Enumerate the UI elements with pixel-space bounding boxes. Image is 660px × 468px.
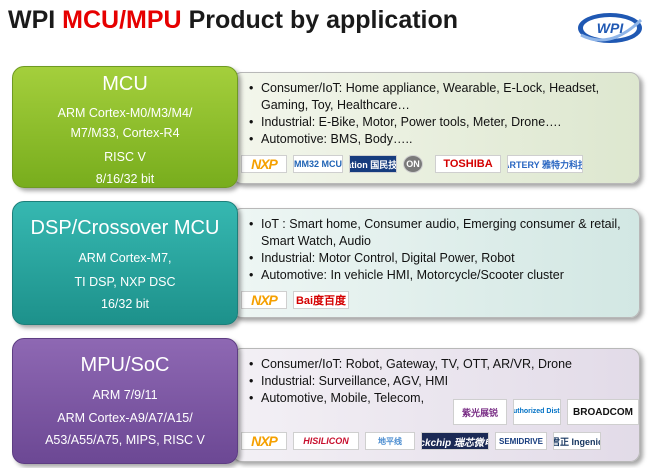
mpu-applications-panel: Consumer/IoT: Robot, Gateway, TV, OTT, A… [232,348,640,462]
mpu-core-line-2: ARM Cortex-A9/A7/A15/ [57,411,193,425]
mpu-inline-logos: 紫光展锐 intel Authorized Distributor BROADC… [453,399,645,425]
dsp-core-line-1: ARM Cortex-M7, [78,251,172,265]
hisilicon-logo: HISILICON [293,432,359,450]
list-item: Automotive, Mobile, Telecom, [249,390,633,407]
dsp-core-line-2: TI DSP, NXP DSC [74,275,176,289]
ingenic-logo: 君正 Ingenic [553,432,601,450]
dsp-application-list: IoT : Smart home, Consumer audio, Emergi… [249,216,633,284]
dsp-applications-panel: IoT : Smart home, Consumer audio, Emergi… [232,208,640,318]
nxp-logo: NXP [241,291,287,309]
list-item: Consumer/IoT: Home appliance, Wearable, … [249,80,633,114]
dsp-vendor-logos: NXP Bai度百度 [241,291,355,309]
mcu-isa: RISC V [104,150,146,164]
mcu-heading: MCU [102,73,148,95]
horizon-robotics-logo: 地平线 [365,432,415,450]
mcu-application-list: Consumer/IoT: Home appliance, Wearable, … [249,80,633,148]
title-suffix: Product by application [188,6,459,34]
rockchip-logo: Rockchip 瑞芯微电子 [421,432,489,450]
dsp-heading: DSP/Crossover MCU [30,217,220,239]
artery-logo: ARTERY 雅特力科技 [507,155,583,173]
list-item: Consumer/IoT: Robot, Gateway, TV, OTT, A… [249,356,633,373]
on-semiconductor-logo: ON [403,155,423,173]
title-prefix: WPI [8,6,56,34]
mcu-core-line-2: M7/M33, Cortex-R4 [70,126,180,140]
list-item: Industrial: E-Bike, Motor, Power tools, … [249,114,633,131]
list-item: Automotive: In vehicle HMI, Motorcycle/S… [249,267,633,284]
page-title: WPI MCU/MPU Product by application [8,6,458,35]
list-item: Industrial: Motor Control, Digital Power… [249,250,633,267]
nxp-logo: NXP [241,432,287,450]
mcu-bit-width: 8/16/32 bit [95,172,155,186]
list-item: Industrial: Surveillance, AGV, HMI [249,373,633,390]
mpu-core-line-3: A53/A55/A75, MIPS, RISC V [45,433,205,447]
mcu-core-line-1: ARM Cortex-M0/M3/M4/ [57,106,193,120]
wpi-logo-icon: WPI [578,13,643,43]
list-item: IoT : Smart home, Consumer audio, Emergi… [249,216,633,250]
mcu-vendor-logos: NXP MM32 MCU Nation 国民技术 ON TOSHIBA ARTE… [241,155,589,173]
mcu-applications-panel: Consumer/IoT: Home appliance, Wearable, … [232,72,640,184]
nxp-logo: NXP [241,155,287,173]
dsp-bit-width: 16/32 bit [101,297,149,311]
dsp-category-box: DSP/Crossover MCU ARM Cortex-M7, TI DSP,… [12,201,238,325]
wpi-logo: WPI [575,8,645,48]
toshiba-logo: TOSHIBA [435,155,501,173]
title-highlight: MCU/MPU [62,6,182,34]
mpu-category-box: MPU/SoC ARM 7/9/11 ARM Cortex-A9/A7/A15/… [12,338,238,464]
mm32-logo: MM32 MCU [293,155,343,173]
list-item: Automotive: BMS, Body….. [249,131,633,148]
unisoc-logo: 紫光展锐 [453,399,507,425]
mpu-vendor-logos: NXP HISILICON 地平线 Rockchip 瑞芯微电子 SEMIDRI… [241,432,607,450]
wpi-logo-text: WPI [597,20,625,36]
mcu-category-box: MCU ARM Cortex-M0/M3/M4/ M7/M33, Cortex-… [12,66,238,188]
mpu-application-list: Consumer/IoT: Robot, Gateway, TV, OTT, A… [249,356,633,407]
broadcom-logo: BROADCOM [567,399,639,425]
mpu-core-line-1: ARM 7/9/11 [92,388,158,402]
intel-distributor-logo: intel Authorized Distributor [513,399,561,425]
mpu-heading: MPU/SoC [80,354,170,376]
baidu-logo: Bai度百度 [293,291,349,309]
nation-logo: Nation 国民技术 [349,155,397,173]
semidrive-logo: SEMIDRIVE [495,432,547,450]
